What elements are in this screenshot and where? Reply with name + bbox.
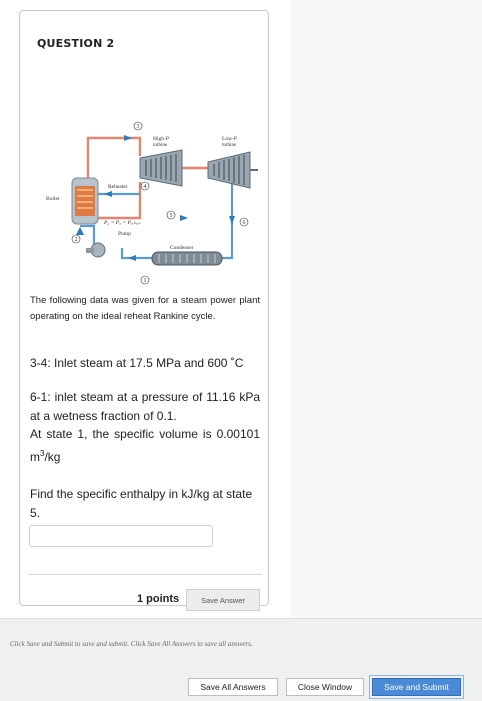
svg-text:Low-P: Low-P <box>222 136 237 142</box>
flow-arrow-icon <box>124 135 132 141</box>
svg-text:Reheater: Reheater <box>108 184 128 190</box>
footer-instructions: Click Save and Submit to save and submit… <box>10 640 253 648</box>
condenser-icon <box>151 251 223 266</box>
question-prompt: Find the specific enthalpy in kJ/kg at s… <box>30 487 253 520</box>
high-p-turbine-icon <box>139 149 183 187</box>
low-p-turbine-icon <box>207 151 258 189</box>
save-all-answers-button[interactable]: Save All Answers <box>188 678 278 696</box>
steam-line-3 <box>86 136 142 198</box>
svg-text:Condenser: Condenser <box>170 245 194 251</box>
svg-text:6: 6 <box>243 220 246 226</box>
flow-arrow-icon <box>229 216 235 224</box>
flow-arrow-icon <box>128 255 136 261</box>
answer-input[interactable] <box>29 525 213 547</box>
question-intro: The following data was given for a steam… <box>30 295 260 322</box>
svg-text:2: 2 <box>75 237 78 243</box>
save-answer-button[interactable]: Save Answer <box>186 589 260 611</box>
flow-arrow-icon <box>76 227 84 235</box>
svg-text:3: 3 <box>137 124 140 130</box>
divider <box>28 574 262 575</box>
pump-icon <box>86 242 106 258</box>
flow-arrow-icon <box>180 215 188 221</box>
right-panel <box>290 0 482 618</box>
boiler-icon <box>71 177 99 225</box>
submit-focus-ring <box>369 675 464 699</box>
svg-text:4: 4 <box>144 184 147 190</box>
close-window-button[interactable]: Close Window <box>286 678 364 696</box>
points-label: 1 points <box>137 593 180 605</box>
svg-text:turbine: turbine <box>153 143 168 148</box>
svg-text:Boiler: Boiler <box>46 196 60 202</box>
flow-arrow-icon <box>104 191 112 197</box>
question-title: QUESTION 2 <box>37 37 115 50</box>
turbine-exhaust-line <box>222 183 234 260</box>
svg-text:Pump: Pump <box>118 231 131 237</box>
given-line-state-1: At state 1, the specific volume is 0.001… <box>30 427 260 464</box>
svg-text:P₄ = P₅ = Pₑₑₕₑₐₜ: P₄ = P₅ = Pₑₑₕₑₐₜ <box>103 220 141 226</box>
given-line-3-4: 3-4: Inlet steam at 17.5 MPa and 600 ˚C <box>30 356 244 370</box>
footer-bar: Click Save and Submit to save and submit… <box>0 618 482 701</box>
save-and-submit-button[interactable]: Save and Submit <box>372 678 461 696</box>
reheat-rankine-diagram: High-P turbine Low-P turbine Reheater Bo… <box>46 121 258 285</box>
given-line-6-1: 6-1: inlet steam at a pressure of 11.16 … <box>30 390 260 423</box>
svg-text:High-P: High-P <box>153 136 169 142</box>
question-card: QUESTION 2 <box>19 10 269 611</box>
feed-line <box>80 224 96 248</box>
svg-text:5: 5 <box>170 213 173 219</box>
svg-text:1: 1 <box>144 278 147 284</box>
condensate-line <box>120 248 152 260</box>
svg-text:turbine: turbine <box>222 143 237 148</box>
